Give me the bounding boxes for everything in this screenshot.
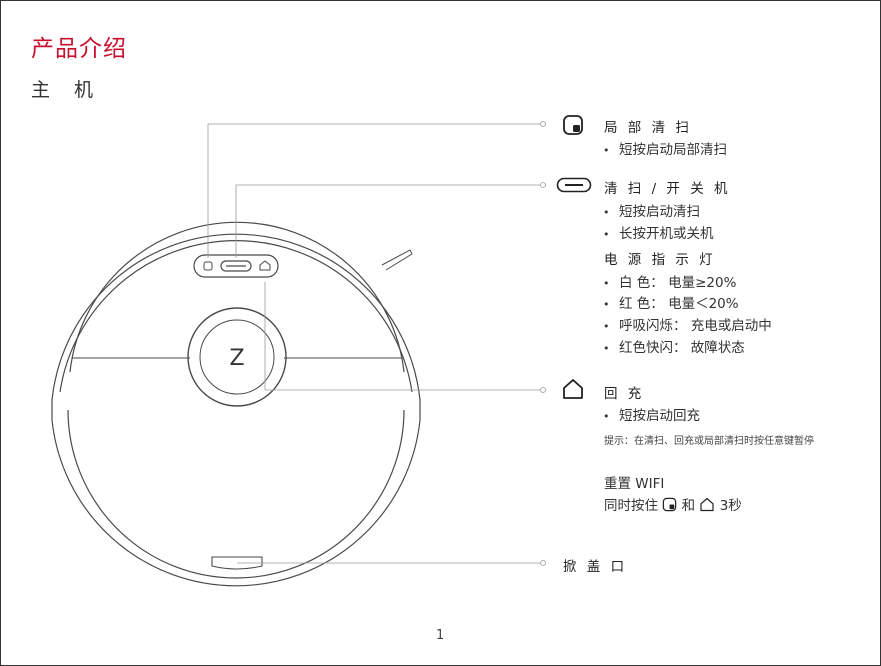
power-button-icon [556, 177, 592, 193]
spot-clean-icon [563, 115, 583, 135]
page-subtitle: 主 机 [31, 79, 103, 101]
lid-label: 掀 盖 口 [563, 559, 628, 575]
page-number: 1 [436, 628, 445, 643]
wifi-reset-and: 和 [681, 498, 696, 514]
laser-cover-outer [187, 307, 287, 407]
page-title: 产品介绍 [31, 36, 127, 62]
robot-logo: Z [229, 346, 244, 371]
leader-spot-clean [207, 123, 540, 258]
wifi-reset-suffix: 3秒 [719, 498, 742, 514]
spot-clean-item-1: •短按启动局部清扫 [603, 142, 727, 158]
power-item-2: •长按开机或关机 [603, 226, 714, 242]
laser-cover-inner [199, 319, 275, 395]
indicator-item-4: •红色快闪： 故障状态 [603, 340, 745, 356]
leader-power [235, 184, 540, 258]
dock-header: 回 充 [604, 386, 645, 402]
lid-opening [211, 556, 263, 570]
wifi-reset-header: 重置 WIFI [604, 476, 665, 492]
indicator-item-1: •白 色： 电量≥20% [603, 275, 737, 291]
robot-outer-body [51, 233, 421, 587]
wifi-reset-prefix: 同时按住 [604, 498, 658, 514]
spot-clean-header: 局 部 清 扫 [604, 120, 692, 136]
dock-tip: 提示：在清扫、回充或局部清扫时按任意键暂停 [604, 436, 814, 447]
spot-clean-icon [663, 497, 677, 512]
power-header: 清 扫 / 开 关 机 [604, 181, 731, 197]
leader-dock [264, 282, 540, 391]
indicator-item-2: •红 色： 电量＜20% [603, 296, 739, 312]
robot-top-cover [69, 221, 405, 373]
home-dock-icon [700, 497, 714, 512]
dock-item-1: •短按启动回充 [603, 408, 700, 424]
wifi-reset-line: 同时按住 和 3秒 [604, 494, 742, 514]
power-indicator-header: 电 源 指 示 灯 [604, 252, 716, 268]
indicator-item-3: •呼吸闪烁： 充电或启动中 [603, 318, 772, 334]
power-item-1: •短按启动清扫 [603, 204, 700, 220]
robot-bottom-arc [67, 409, 405, 579]
home-dock-icon [563, 379, 583, 399]
